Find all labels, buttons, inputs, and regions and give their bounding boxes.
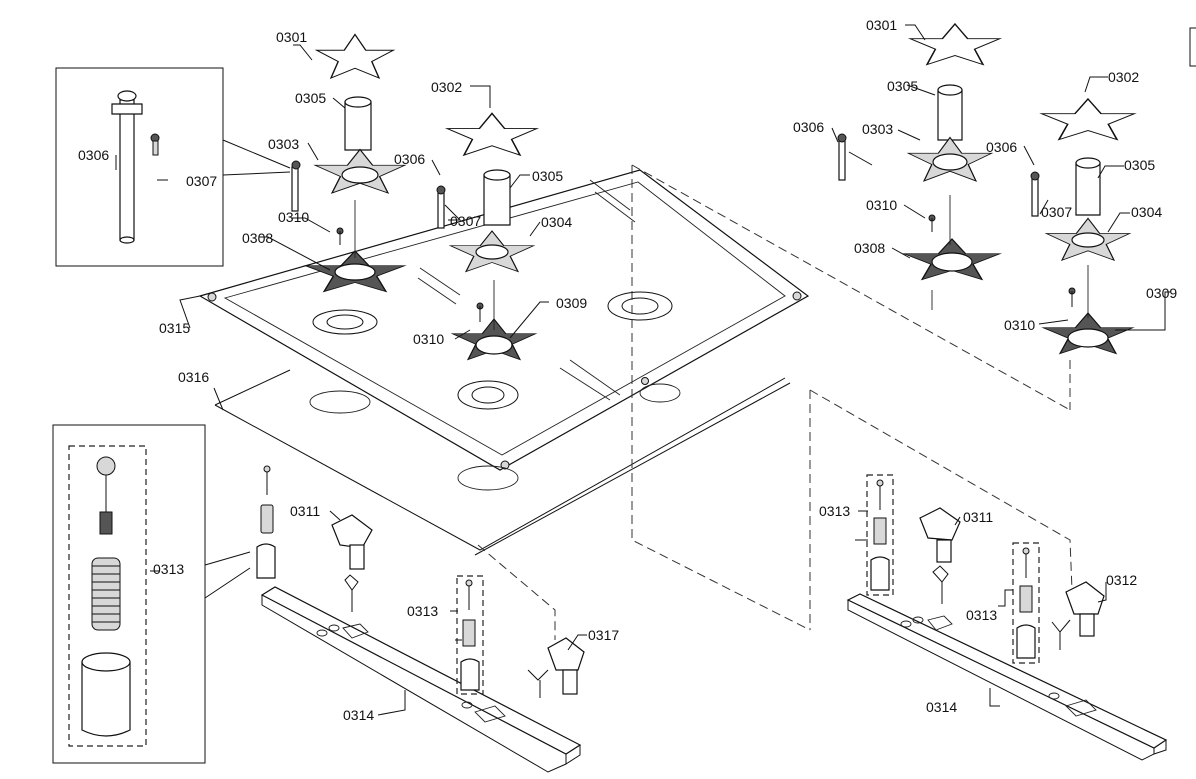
edge-fragment bbox=[1189, 27, 1196, 67]
label-0310-middle: 0310 bbox=[413, 331, 444, 347]
label-0307-right: 0307 bbox=[1041, 204, 1072, 220]
leader-lines bbox=[115, 24, 1170, 716]
label-0305-right-rear: 0305 bbox=[887, 78, 918, 94]
label-0305-middle: 0305 bbox=[532, 168, 563, 184]
label-0310-right-rear: 0310 bbox=[866, 197, 897, 213]
label-0305-right-front: 0305 bbox=[1124, 157, 1155, 173]
left-valve-rail bbox=[256, 465, 585, 773]
middle-burner-assembly bbox=[436, 112, 538, 361]
label-0302-right: 0302 bbox=[1108, 69, 1139, 85]
part-labels: 0301 0305 0303 0310 0308 0306 0307 0302 … bbox=[78, 17, 1177, 723]
label-0309-right: 0309 bbox=[1146, 285, 1177, 301]
label-0306-middle: 0306 bbox=[394, 151, 425, 167]
label-0310-left: 0310 bbox=[278, 209, 309, 225]
inset-detail-bottom bbox=[52, 424, 251, 764]
inset-detail-top bbox=[55, 67, 291, 267]
label-0312: 0312 bbox=[1106, 572, 1137, 588]
label-0303-right: 0303 bbox=[862, 121, 893, 137]
label-0301-right: 0301 bbox=[866, 17, 897, 33]
label-0302-middle: 0302 bbox=[431, 79, 462, 95]
label-0304-right: 0304 bbox=[1131, 204, 1162, 220]
left-burner-assembly bbox=[291, 33, 406, 293]
label-0306-right-rear: 0306 bbox=[793, 119, 824, 135]
label-0313-left: 0313 bbox=[407, 603, 438, 619]
label-0308-right: 0308 bbox=[854, 240, 885, 256]
label-0315: 0315 bbox=[159, 320, 190, 336]
label-0313-right-a: 0313 bbox=[819, 503, 850, 519]
label-0307-inset: 0307 bbox=[186, 173, 217, 189]
label-0314-right: 0314 bbox=[926, 699, 957, 715]
label-0308-left: 0308 bbox=[242, 230, 273, 246]
hob-seal bbox=[214, 369, 791, 556]
label-0303-left: 0303 bbox=[268, 136, 299, 152]
label-0314-left: 0314 bbox=[343, 707, 374, 723]
spring-detail bbox=[91, 557, 121, 631]
label-0307-middle: 0307 bbox=[450, 213, 481, 229]
label-0306-inset: 0306 bbox=[78, 147, 109, 163]
label-0311-right: 0311 bbox=[963, 509, 993, 525]
label-0313-right-b: 0313 bbox=[966, 607, 997, 623]
label-0316: 0316 bbox=[178, 369, 209, 385]
label-0310-right-front: 0310 bbox=[1004, 317, 1035, 333]
construction-lines bbox=[477, 164, 1073, 640]
right-valve-rail bbox=[846, 474, 1168, 761]
label-0311-left: 0311 bbox=[290, 503, 320, 519]
label-0317: 0317 bbox=[588, 627, 619, 643]
label-0301-left: 0301 bbox=[276, 29, 307, 45]
right-front-burner-assembly bbox=[1030, 98, 1136, 355]
label-0313-inset: 0313 bbox=[153, 561, 184, 577]
label-0305-left: 0305 bbox=[295, 90, 326, 106]
label-0309-middle: 0309 bbox=[556, 295, 587, 311]
label-0304-middle: 0304 bbox=[541, 214, 572, 230]
label-0306-right-front: 0306 bbox=[986, 139, 1017, 155]
right-rear-burner-assembly bbox=[837, 23, 1001, 310]
